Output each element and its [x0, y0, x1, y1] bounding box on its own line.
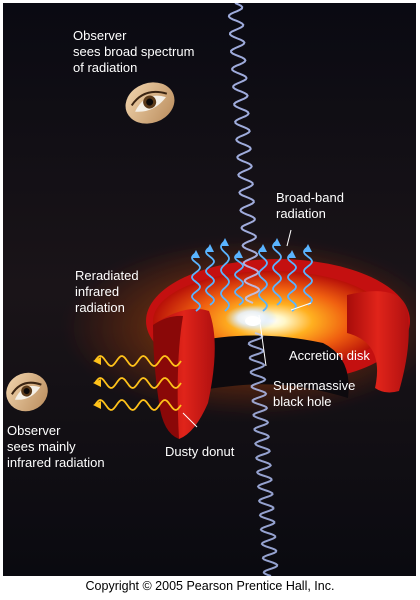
- broadband-arrowhead: [304, 244, 312, 252]
- infrared-arrowhead: [93, 379, 101, 387]
- broadband-label: Broad-band radiation: [276, 190, 344, 221]
- infrared-wave: [94, 377, 182, 389]
- infrared-arrowhead: [93, 357, 101, 365]
- infrared-wave: [94, 355, 182, 367]
- broadband-wave: [205, 246, 215, 306]
- observer-top-eye: [125, 82, 175, 124]
- jet-upper: [227, 3, 261, 304]
- accretion-disk-label: Accretion disk: [289, 348, 370, 363]
- infrared-wave: [94, 399, 182, 411]
- donut-pointer: [182, 412, 198, 428]
- reradiated-label: Reradiated infrared radiation: [75, 268, 139, 315]
- broadband-wave: [258, 246, 268, 312]
- copyright-credit: Copyright © 2005 Pearson Prentice Hall, …: [85, 579, 335, 593]
- infrared-waves: [93, 355, 182, 411]
- infrared-arrowhead: [93, 401, 101, 409]
- black-hole-label: Supermassive black hole: [273, 378, 356, 409]
- broadband-arrowhead: [235, 250, 243, 258]
- broadband-wave: [191, 252, 201, 312]
- torus-left-wall-shade: [153, 315, 183, 439]
- torus-right-wall: [347, 291, 409, 393]
- broadband-wave: [287, 252, 297, 312]
- jet-lower: [247, 332, 279, 576]
- observer-bottom-eye: [6, 372, 48, 412]
- broadband-wave: [220, 240, 230, 312]
- broadband-arrowhead: [288, 250, 296, 258]
- broadband-waves: [191, 238, 313, 312]
- torus-cutaway: [188, 335, 349, 398]
- black-hole-core: [245, 316, 261, 326]
- black-hole-pointer: [258, 314, 267, 367]
- broadband-wave: [234, 252, 244, 306]
- broadband-wave: [303, 246, 313, 306]
- accretion-pointer: [290, 302, 312, 311]
- broadband-arrowhead: [273, 238, 281, 246]
- observer-top-label: Observer sees broad spectrum of radiatio…: [73, 28, 195, 75]
- agn-diagram: Observer sees broad spectrum of radiatio…: [3, 3, 416, 576]
- dusty-donut-label: Dusty donut: [165, 444, 235, 459]
- broadband-arrowhead: [221, 238, 229, 246]
- observer-bottom-label: Observer sees mainly infrared radiation: [7, 423, 105, 470]
- broadband-pointer: [286, 229, 292, 247]
- broadband-wave: [272, 240, 282, 306]
- broadband-arrowhead: [192, 250, 200, 258]
- diagram-canvas: [3, 3, 416, 576]
- broadband-arrowhead: [206, 244, 214, 252]
- broadband-arrowhead: [259, 244, 267, 252]
- jet: [227, 3, 279, 576]
